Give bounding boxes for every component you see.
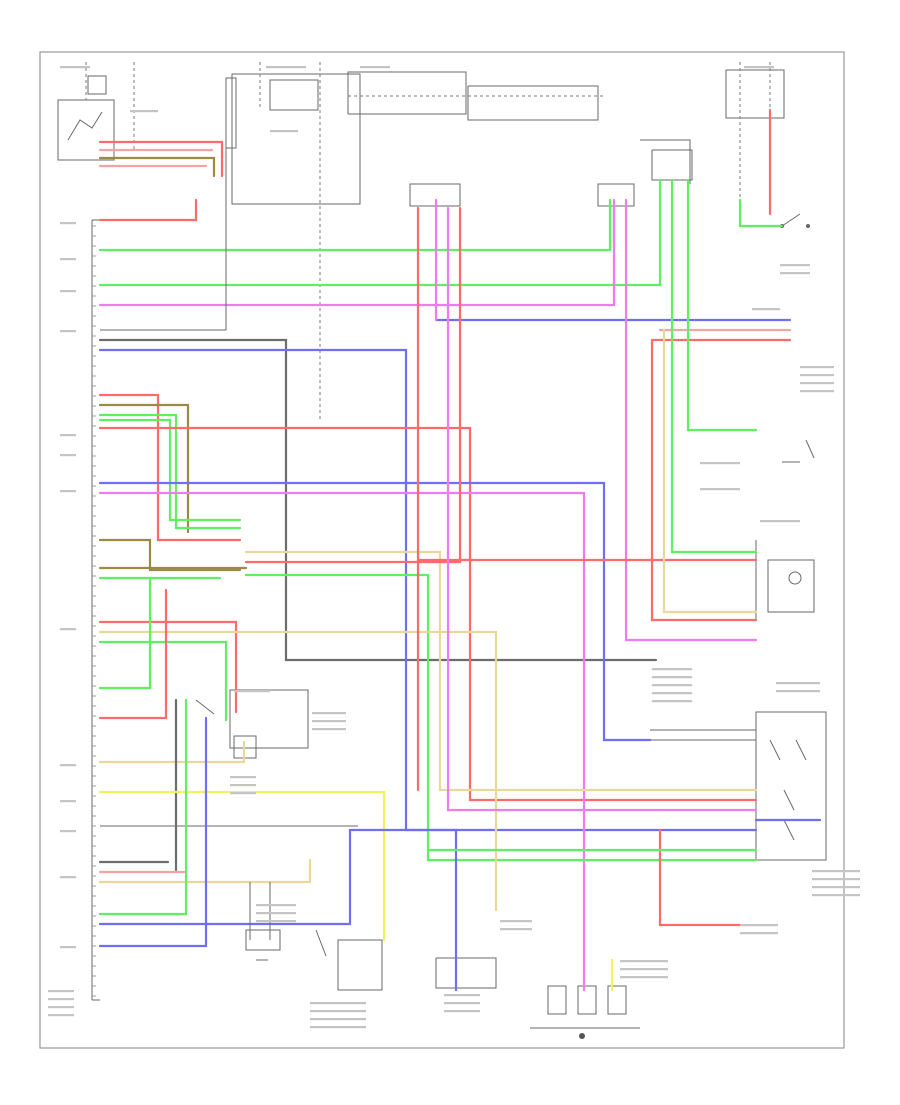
illegible-label-mark	[652, 676, 692, 679]
illegible-label-mark	[60, 454, 76, 457]
illegible-label-mark	[234, 690, 270, 693]
illegible-label-mark	[620, 960, 668, 963]
illegible-label-mark	[130, 110, 158, 113]
wire-group-power	[98, 140, 224, 222]
transmission-solenoid-box	[755, 711, 827, 861]
illegible-label-mark	[60, 222, 76, 225]
illegible-label-mark	[60, 330, 76, 333]
illegible-label-mark	[60, 764, 76, 767]
fuse-block-right	[725, 62, 785, 200]
illegible-label-mark	[652, 684, 692, 687]
wire-group-sensor-returns	[98, 80, 792, 832]
illegible-label-mark	[48, 1014, 74, 1017]
fuse-relay-block-left	[57, 62, 135, 161]
illegible-label-mark	[60, 946, 76, 949]
illegible-label-mark	[760, 520, 800, 523]
illegible-label-mark	[60, 290, 76, 293]
illegible-label-mark	[312, 720, 346, 723]
illegible-label-mark	[740, 924, 778, 927]
illegible-label-mark	[312, 712, 346, 715]
illegible-label-mark	[812, 878, 860, 881]
illegible-label-mark	[740, 932, 778, 935]
wire-group-od	[98, 198, 758, 992]
illegible-label-mark	[48, 998, 74, 1001]
diagram-frame	[39, 51, 845, 1049]
illegible-label-mark	[500, 920, 532, 923]
illegible-label-mark	[360, 66, 390, 69]
illegible-label-mark	[60, 434, 76, 437]
ecm-pin-ticks	[92, 225, 96, 997]
ignition-switch-box	[225, 62, 361, 420]
illegible-label-mark	[812, 870, 860, 873]
illegible-label-mark	[652, 668, 692, 671]
illegible-label-mark	[800, 390, 834, 393]
illegible-label-marks	[48, 66, 860, 1029]
illegible-label-mark	[776, 682, 820, 685]
wire-group-shift	[98, 578, 498, 912]
illegible-label-mark	[652, 692, 692, 695]
illegible-label-mark	[620, 976, 668, 979]
illegible-label-mark	[60, 800, 76, 803]
illegible-label-mark	[800, 374, 834, 377]
illegible-label-mark	[700, 488, 740, 491]
illegible-label-mark	[310, 1010, 366, 1013]
illegible-label-mark	[812, 886, 860, 889]
illegible-label-mark	[444, 994, 480, 997]
illegible-label-mark	[60, 258, 76, 261]
illegible-label-mark	[780, 264, 810, 267]
illegible-label-mark	[266, 66, 306, 69]
illegible-label-mark	[256, 920, 296, 923]
illegible-label-mark	[812, 894, 860, 897]
wire-group-transmission	[416, 206, 822, 852]
wire-group-mid	[98, 178, 758, 802]
illegible-label-mark	[700, 462, 740, 465]
illegible-label-mark	[48, 990, 74, 993]
illegible-label-mark	[60, 66, 90, 69]
left-front-sensor	[245, 929, 281, 961]
illegible-label-mark	[444, 1002, 480, 1005]
illegible-label-mark	[620, 968, 668, 971]
overdrive-switch	[782, 439, 815, 463]
illegible-label-mark	[256, 912, 296, 915]
shift-lock-assembly	[195, 689, 309, 759]
illegible-label-mark	[780, 272, 810, 275]
illegible-label-mark	[310, 1002, 366, 1005]
illegible-label-mark	[230, 784, 256, 787]
illegible-label-mark	[800, 366, 834, 369]
wire-group-lower	[98, 698, 742, 992]
illegible-label-mark	[310, 1026, 366, 1029]
illegible-label-mark	[312, 728, 346, 731]
ground-block	[435, 957, 640, 1039]
wire-group-speed	[98, 178, 758, 862]
illegible-label-mark	[230, 776, 256, 779]
junction-block-center	[347, 71, 693, 207]
pattern-select-switch	[315, 929, 383, 991]
illegible-label-mark	[48, 1006, 74, 1009]
illegible-label-mark	[800, 382, 834, 385]
illegible-label-mark	[270, 130, 298, 133]
ecm-connector	[91, 219, 100, 1001]
illegible-label-mark	[60, 490, 76, 493]
illegible-label-mark	[230, 792, 256, 795]
illegible-label-mark	[60, 876, 76, 879]
wire-group-upper-signals	[98, 108, 784, 307]
illegible-label-mark	[60, 830, 76, 833]
illegible-label-mark	[776, 690, 820, 693]
illegible-label-mark	[652, 700, 692, 703]
illegible-label-mark	[60, 628, 76, 631]
illegible-label-mark	[752, 308, 780, 311]
stop-light-switch	[780, 213, 810, 228]
illegible-label-mark	[500, 928, 532, 931]
illegible-label-mark	[310, 1018, 366, 1021]
speed-sensor	[755, 540, 815, 620]
illegible-label-mark	[444, 1010, 480, 1013]
illegible-label-mark	[744, 66, 774, 69]
illegible-label-mark	[256, 904, 296, 907]
